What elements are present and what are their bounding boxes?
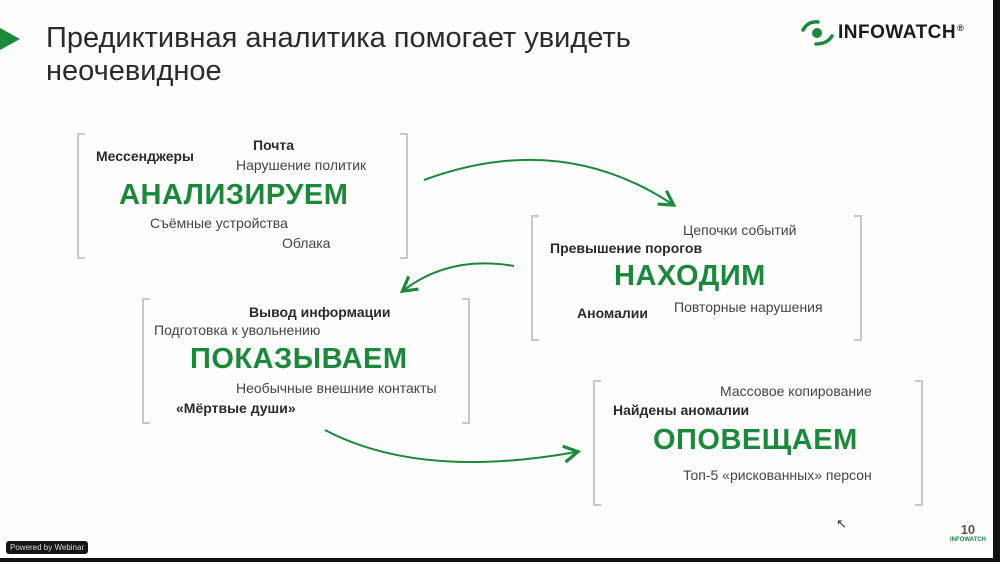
- item: Превышение порогов: [550, 240, 703, 256]
- block-heading: НАХОДИМ: [614, 260, 766, 292]
- eye-logo-icon: [801, 20, 834, 46]
- item: Мессенджеры: [96, 148, 194, 164]
- item: Вывод информации: [249, 304, 391, 320]
- block-heading: ОПОВЕЩАЕМ: [653, 424, 858, 456]
- powered-by-webinar-badge[interactable]: Powered by Webinar: [6, 541, 89, 554]
- arrow-find-to-show: [399, 262, 515, 294]
- item: Почта: [253, 137, 295, 153]
- mouse-cursor-icon: ↖: [836, 516, 847, 531]
- slide-title: Предиктивная аналитика помогает увидеть …: [46, 22, 631, 87]
- item: Подготовка к увольнению: [154, 322, 321, 338]
- item: Массовое копирование: [720, 383, 872, 399]
- item: Нарушение политик: [236, 157, 367, 173]
- item: Необычные внешние контакты: [236, 380, 437, 396]
- block-heading: АНАЛИЗИРУЕМ: [119, 179, 349, 211]
- title-marker: [0, 28, 20, 50]
- item: Аномалии: [577, 305, 648, 321]
- corner-anniversary-logo: 10 INFOWATCH: [950, 522, 986, 543]
- block-notify: Массовое копирование Найдены аномалии ОП…: [593, 380, 923, 506]
- arrow-analyze-to-find: [423, 158, 677, 207]
- logo-text: INFOWATCH®: [838, 22, 965, 43]
- item: Топ-5 «рискованных» персон: [683, 467, 872, 483]
- item: Найдены аномалии: [613, 402, 750, 418]
- item: «Мёртвые души»: [176, 400, 296, 416]
- block-heading: ПОКАЗЫВАЕМ: [190, 343, 408, 375]
- item: Повторные нарушения: [674, 299, 823, 315]
- block-show: Вывод информации Подготовка к увольнению…: [142, 298, 470, 424]
- block-find: Цепочки событий Превышение порогов НАХОД…: [531, 215, 862, 341]
- infowatch-logo: INFOWATCH®: [800, 18, 964, 48]
- arrow-show-to-notify: [324, 429, 582, 464]
- block-analyze: Мессенджеры Почта Нарушение политик АНАЛ…: [77, 133, 408, 259]
- item: Съёмные устройства: [150, 215, 288, 231]
- item: Цепочки событий: [683, 222, 797, 238]
- item: Облака: [282, 235, 331, 251]
